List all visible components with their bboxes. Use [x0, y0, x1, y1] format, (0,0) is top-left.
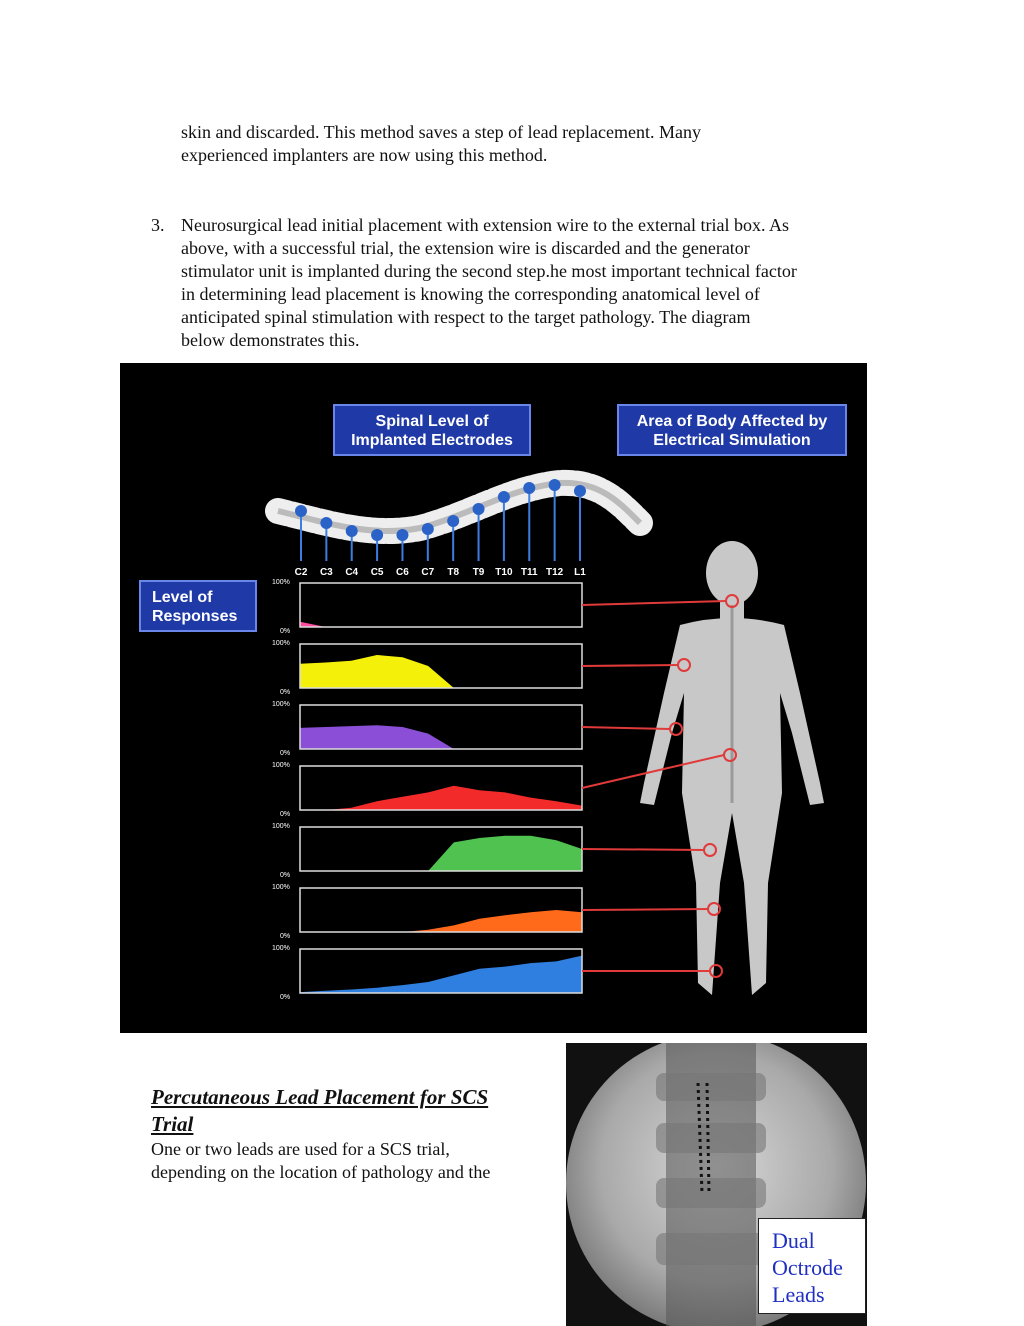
header-left-line: Spinal Level of — [376, 413, 490, 430]
percent-top-label: 100% — [272, 640, 290, 647]
caption-line: Octrode — [772, 1255, 843, 1280]
percent-bottom-label: 0% — [280, 872, 290, 879]
electrode-dot — [295, 505, 307, 517]
caption-line: Leads — [772, 1282, 825, 1307]
electrode-dot — [548, 479, 561, 491]
header-right-box — [617, 404, 847, 456]
paragraph-line: experienced implanters are now using thi… — [181, 145, 548, 165]
response-area — [300, 910, 582, 932]
level-label-group: C2 C3 C4 C5 C6 C7 T8 T9 T10 T11 T12 L1 — [295, 567, 587, 578]
spinal-level-label: C7 — [421, 567, 434, 578]
section-title: Percutaneous Lead Placement for SCS Tria… — [151, 1084, 488, 1138]
percent-top-label: 100% — [272, 762, 290, 769]
body-connector — [581, 726, 671, 730]
body-connector — [581, 600, 727, 606]
electrode-dot — [320, 517, 333, 529]
electrode-dot — [523, 482, 536, 494]
title-line: Trial — [151, 1112, 194, 1136]
percent-bottom-label: 0% — [280, 628, 290, 635]
spinal-level-label: C4 — [345, 567, 358, 578]
spinal-level-label: L1 — [574, 567, 586, 578]
response-area — [300, 725, 582, 749]
body-target-ring — [725, 594, 739, 608]
response-area — [300, 655, 582, 688]
list-number: 3. — [151, 215, 165, 235]
response-area — [300, 835, 582, 871]
diagram-canvas: Spinal Level of Implanted Electrodes Are… — [139, 404, 847, 1001]
electrode-dot — [396, 529, 409, 541]
spinal-level-label: C3 — [320, 567, 333, 578]
electrode-group — [295, 479, 586, 561]
electrode-dot — [574, 485, 586, 497]
spinal-level-label: T9 — [473, 567, 485, 578]
response-area — [300, 785, 582, 810]
paragraph-line: Neurosurgical lead initial placement wit… — [181, 215, 789, 235]
title-line: Percutaneous Lead Placement for SCS — [151, 1085, 489, 1109]
percent-bottom-label: 0% — [280, 933, 290, 940]
body-target-ring — [709, 964, 723, 978]
body-line: One or two leads are used for a SCS tria… — [151, 1139, 450, 1159]
header-right-line: Electrical Simulation — [653, 432, 810, 449]
numbered-paragraph: Neurosurgical lead initial placement wit… — [181, 214, 797, 352]
percent-bottom-label: 0% — [280, 689, 290, 696]
header-left-line: Implanted Electrodes — [351, 432, 513, 449]
level-label-line: Responses — [152, 608, 237, 625]
body-line: depending on the location of pathology a… — [151, 1162, 491, 1182]
spinal-level-label: C2 — [295, 567, 308, 578]
percent-top-label: 100% — [272, 945, 290, 952]
percent-bottom-label: 0% — [280, 750, 290, 757]
body-target-ring — [703, 843, 717, 857]
percent-bottom-label: 0% — [280, 994, 290, 1001]
spinal-level-label: T11 — [521, 567, 538, 578]
caption-line: Dual — [772, 1228, 815, 1253]
paragraph-line: in determining lead placement is knowing… — [181, 284, 760, 304]
body-silhouette — [640, 541, 824, 995]
paragraph-line: skin and discarded. This method saves a … — [181, 122, 702, 142]
spinal-level-label: T10 — [495, 567, 513, 578]
body-connector — [581, 848, 705, 851]
body-target-ring — [707, 902, 721, 916]
section-body: One or two leads are used for a SCS tria… — [151, 1138, 490, 1184]
header-left-box — [333, 404, 531, 456]
spinal-stimulation-diagram: Spinal Level of Implanted Electrodes Are… — [120, 363, 867, 1033]
spinal-level-label: T8 — [447, 567, 459, 578]
percent-top-label: 100% — [272, 823, 290, 830]
response-area — [300, 955, 582, 993]
electrode-dot — [421, 523, 434, 535]
electrode-dot — [497, 491, 510, 503]
paragraph-continued: skin and discarded. This method saves a … — [181, 121, 701, 167]
electrode-dot — [447, 515, 460, 527]
paragraph-line: anticipated spinal stimulation with resp… — [181, 307, 751, 327]
response-area — [300, 621, 582, 627]
percent-top-label: 100% — [272, 579, 290, 586]
paragraph-line: stimulator unit is implanted during the … — [181, 261, 797, 281]
paragraph-line: below demonstrates this. — [181, 330, 360, 350]
response-panels: 100% 0% 100% 0% 100% 0% 100% 0% 100% 0% 100% 0% 100%… — [272, 579, 583, 1001]
electrode-dot — [371, 529, 384, 541]
connector-group — [581, 594, 739, 978]
xray-caption-box: Dual Octrode Leads — [758, 1218, 866, 1314]
spinal-level-label: C6 — [396, 567, 409, 578]
paragraph-line: above, with a successful trial, the exte… — [181, 238, 750, 258]
body-connector — [581, 664, 679, 667]
electrode-dot — [472, 503, 485, 515]
spinal-level-label: C5 — [371, 567, 384, 578]
response-panel-frame — [299, 582, 583, 628]
level-label-box — [139, 580, 257, 632]
body-target-ring — [669, 722, 683, 736]
percent-top-label: 100% — [272, 701, 290, 708]
header-right-line: Area of Body Affected by — [637, 413, 828, 430]
electrode-dot — [345, 525, 358, 537]
body-connector — [581, 754, 725, 789]
percent-bottom-label: 0% — [280, 811, 290, 818]
body-target-ring — [723, 748, 737, 762]
percent-top-label: 100% — [272, 884, 290, 891]
body-connector — [581, 908, 709, 911]
level-label-line: Level of — [152, 589, 213, 606]
body-target-ring — [677, 658, 691, 672]
spinal-level-label: T12 — [546, 567, 564, 578]
